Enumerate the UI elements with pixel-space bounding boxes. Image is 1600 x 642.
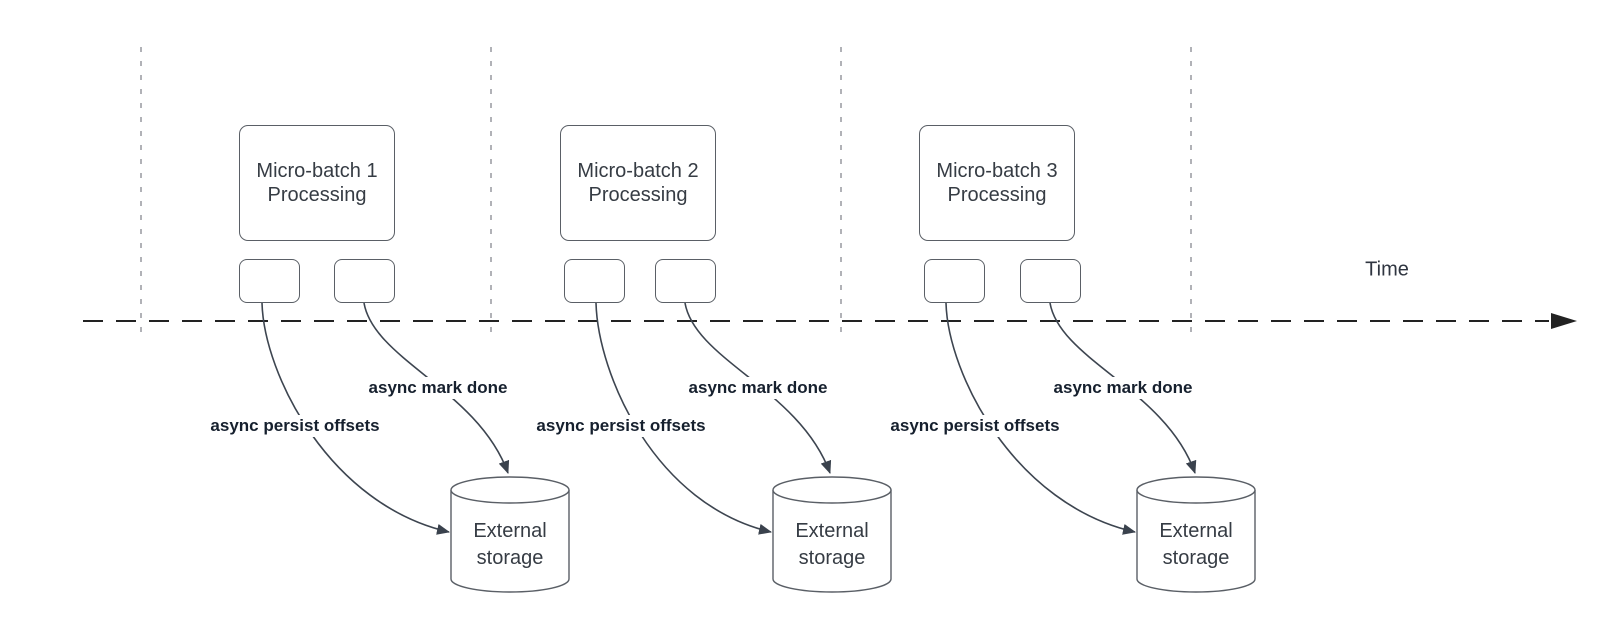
persist-offsets-label-1: async persist offsets xyxy=(206,415,384,437)
micro-batch-1-title-line2: Processing xyxy=(267,184,367,206)
micro-batch-2-processing-box: Micro-batch 2 Processing xyxy=(560,125,716,241)
micro-batch-1-processing-box: Micro-batch 1 Processing xyxy=(239,125,395,241)
external-storage-label-2: External storage xyxy=(795,520,869,569)
batch-2-offset-task-box xyxy=(564,259,625,303)
persist-offsets-label-3: async persist offsets xyxy=(886,415,1064,437)
micro-batch-3-title-line1: Micro-batch 3 xyxy=(936,160,1058,182)
batch-2-done-task-box xyxy=(655,259,716,303)
external-storage-label-1: External storage xyxy=(473,520,547,569)
external-storage-cylinder-1 xyxy=(450,476,570,593)
micro-batch-1-title-line1: Micro-batch 1 xyxy=(256,160,378,182)
batch-1-done-task-box xyxy=(334,259,395,303)
external-storage-cylinder-3 xyxy=(1136,476,1256,593)
time-axis-arrowhead-icon xyxy=(1551,313,1577,329)
batch-3-offset-task-box xyxy=(924,259,985,303)
micro-batch-2-title-line2: Processing xyxy=(588,184,688,206)
batch-3-done-task-box xyxy=(1020,259,1081,303)
micro-batch-3-processing-box: Micro-batch 3 Processing xyxy=(919,125,1075,241)
micro-batch-2-title-line1: Micro-batch 2 xyxy=(577,160,699,182)
mark-done-label-1: async mark done xyxy=(364,377,512,399)
external-storage-label-3: External storage xyxy=(1159,520,1233,569)
external-storage-cylinder-2 xyxy=(772,476,892,593)
mark-done-label-2: async mark done xyxy=(684,377,832,399)
micro-batch-3-title-line2: Processing xyxy=(947,184,1047,206)
mark-done-label-3: async mark done xyxy=(1049,377,1197,399)
batch-1-offset-task-box xyxy=(239,259,300,303)
persist-offsets-label-2: async persist offsets xyxy=(532,415,710,437)
time-axis-label: Time xyxy=(1365,258,1409,281)
